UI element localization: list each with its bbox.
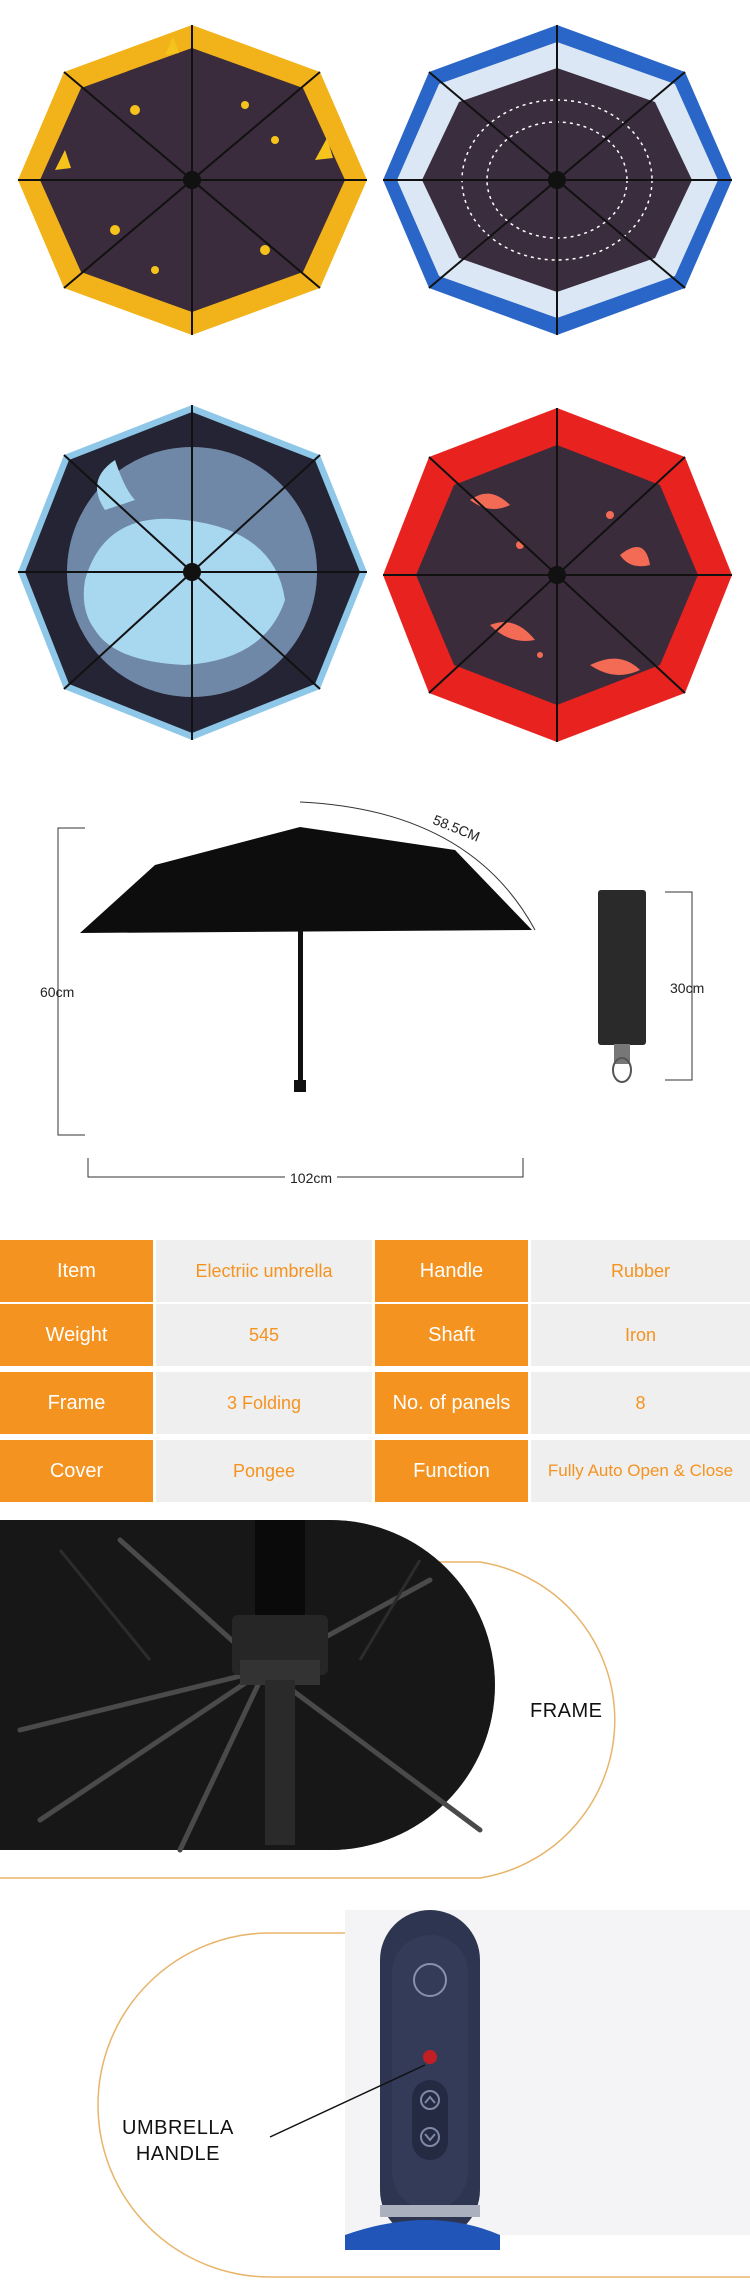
handle-photo <box>97 1910 750 2278</box>
logo-mark <box>413 1963 447 1997</box>
spec-value: Pongee <box>156 1440 372 1502</box>
frame-photo <box>0 1520 616 1879</box>
handle-callout-line2: HANDLE <box>135 2143 220 2165</box>
spec-table: Item Electriic umbrella Handle Rubber We… <box>0 1240 750 1508</box>
spec-label: Item <box>0 1240 153 1302</box>
spec-row: Weight 545 Shaft Iron <box>0 1304 750 1366</box>
umbrella-yellow <box>15 20 370 340</box>
spec-value: Fully Auto Open & Close <box>531 1440 750 1502</box>
spec-value: Electriic umbrella <box>156 1240 372 1302</box>
handle-callout: UMBRELLA HANDLE <box>122 2115 234 2167</box>
red-sea-umbrella-image <box>383 408 732 742</box>
umbrella-tip <box>294 1080 306 1092</box>
power-button <box>423 2050 437 2064</box>
umbrella-red <box>380 405 735 745</box>
whale-umbrella-image <box>18 405 367 740</box>
deer-forest-umbrella-image <box>18 25 367 335</box>
spec-value: Iron <box>531 1304 750 1366</box>
spec-value: 545 <box>156 1304 372 1366</box>
handle-section: UMBRELLA HANDLE <box>0 1905 750 2285</box>
spec-value: Rubber <box>531 1240 750 1302</box>
umbrella-canopy <box>80 827 532 933</box>
spec-value: 3 Folding <box>156 1372 372 1434</box>
spec-row: Frame 3 Folding No. of panels 8 <box>0 1372 750 1434</box>
spec-row: Cover Pongee Function Fully Auto Open & … <box>0 1440 750 1502</box>
folded-length-label: 30cm <box>670 980 705 996</box>
spec-label: Function <box>375 1440 528 1502</box>
frame-callout: FRAME <box>530 1700 603 1722</box>
umbrella-shaft <box>298 930 303 1080</box>
spec-label: Weight <box>0 1304 153 1366</box>
open-button <box>420 2090 440 2110</box>
spec-value: 8 <box>531 1372 750 1434</box>
umbrella-blue <box>380 20 735 340</box>
dimension-drawing <box>57 801 693 1178</box>
width-label: 102cm <box>285 1170 338 1186</box>
spec-label: Handle <box>375 1240 528 1302</box>
height-label: 60cm <box>40 984 75 1000</box>
dimension-diagram: 58.5CM 60cm 102cm 30cm <box>0 780 750 1200</box>
ocean-waves-umbrella-image <box>383 25 732 335</box>
spec-label: Shaft <box>375 1304 528 1366</box>
folded-umbrella <box>598 890 646 1045</box>
spec-label: Cover <box>0 1440 153 1502</box>
spec-label: No. of panels <box>375 1372 528 1434</box>
frame-section: FRAME <box>0 1520 750 1880</box>
handle-callout-line1: UMBRELLA <box>122 2117 234 2139</box>
umbrella-whale <box>15 400 370 745</box>
close-button <box>420 2127 440 2147</box>
spec-row: Item Electriic umbrella Handle Rubber <box>0 1240 750 1302</box>
spec-label: Frame <box>0 1372 153 1434</box>
